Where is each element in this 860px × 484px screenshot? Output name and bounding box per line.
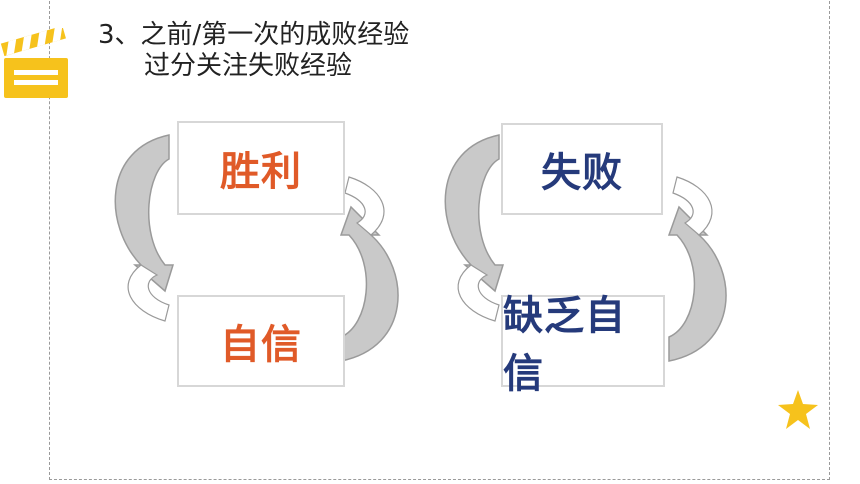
title-line-1: 3、之前/第一次的成败经验 [98,20,410,50]
content-frame [49,0,830,480]
left-cycle-down-arrow-tail [127,264,170,322]
left-cycle-up-arrow-tail [344,176,385,236]
right-cycle-down-arrow-tail [457,264,500,322]
title-line-2: 过分关注失败经验 [144,51,353,81]
right-cycle-up-arrow [667,205,727,362]
left-cycle-down-arrow [114,134,175,293]
right-cycle-up-arrow-tail [672,176,713,236]
box-victory: 胜利 [177,121,345,215]
box-failure: 失败 [501,123,663,215]
right-cycle-down-arrow [444,134,505,293]
clapperboard-icon [0,28,68,98]
box-confidence: 自信 [177,295,345,387]
left-cycle-up-arrow [339,205,399,362]
slide-title: 3、之前/第一次的成败经验 过分关注失败经验 [98,20,409,82]
star-icon [778,390,818,429]
cycle-arrows [114,134,727,362]
success-failure-cycle-diagram: 胜利 自信 失败 缺乏自信 [105,115,745,415]
box-lack-of-confidence: 缺乏自信 [501,293,665,397]
